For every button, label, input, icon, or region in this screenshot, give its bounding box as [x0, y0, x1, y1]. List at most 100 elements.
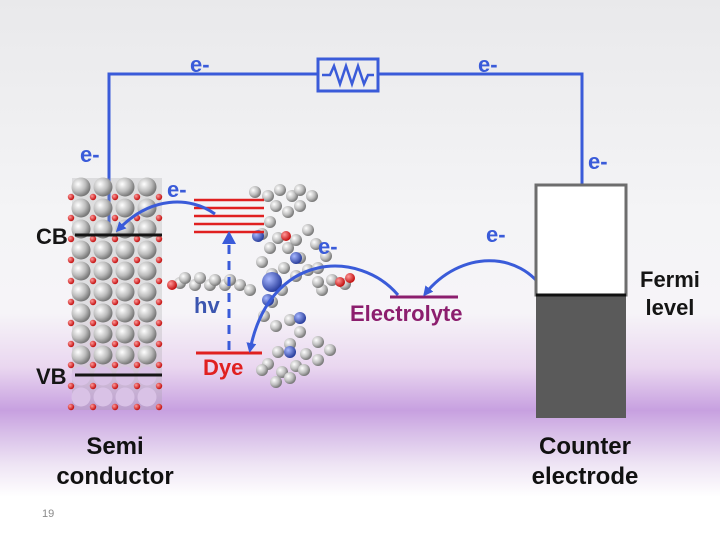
dye-molecule: [167, 184, 355, 388]
semiconductor-atom: [137, 303, 157, 323]
dye-atom: [256, 256, 268, 268]
semiconductor-atom: [93, 282, 113, 302]
dye-atom: [294, 326, 306, 338]
excitation-arrow: [222, 231, 236, 350]
hv-label: hv: [194, 293, 220, 318]
semiconductor-atom: [93, 324, 113, 344]
dye-atom: [306, 190, 318, 202]
semiconductor-atom: [93, 387, 113, 407]
dye-oxygen-atom: [345, 273, 355, 283]
oxygen-atom: [111, 361, 119, 369]
oxygen-atom: [133, 193, 141, 201]
dye-atom: [312, 336, 324, 348]
counter-electrode-title-line-2: electrode: [531, 463, 639, 490]
oxygen-atom: [133, 319, 141, 327]
dye-atom: [264, 216, 276, 228]
oxygen-atom: [89, 298, 97, 306]
oxygen-atom: [155, 340, 163, 348]
semiconductor-atom: [71, 387, 91, 407]
dye-atom: [249, 186, 261, 198]
vb-label: VB: [36, 364, 67, 389]
oxygen-atom: [67, 340, 75, 348]
dye-atom: [290, 234, 302, 246]
dye-atom: [326, 274, 338, 286]
dye-atom: [234, 279, 246, 291]
semiconductor-atom: [137, 261, 157, 281]
dye-atom: [284, 372, 296, 384]
oxygen-atom: [155, 235, 163, 243]
oxygen-atom: [155, 298, 163, 306]
dye-atom: [300, 348, 312, 360]
oxygen-atom: [67, 256, 75, 264]
oxygen-atom: [111, 319, 119, 327]
electron-label-regeneration: e-: [318, 234, 338, 259]
counter-electrode-block: [534, 183, 628, 418]
dye-oxygen-atom: [281, 231, 291, 241]
oxygen-atom: [155, 256, 163, 264]
oxygen-atom: [67, 319, 75, 327]
dye-atom: [272, 232, 284, 244]
oxygen-atom: [111, 256, 119, 264]
dye-atom: [282, 206, 294, 218]
oxygen-atom: [133, 256, 141, 264]
dye-atom: [194, 272, 206, 284]
oxygen-atom: [89, 193, 97, 201]
fermi-line-2: level: [645, 295, 695, 320]
dye-atom: [298, 364, 310, 376]
oxygen-atom: [133, 340, 141, 348]
external-circuit: [107, 57, 587, 289]
oxygen-atom: [155, 382, 163, 390]
semiconductor-atom: [115, 324, 135, 344]
semiconductor-atom: [93, 198, 113, 218]
semiconductor-atom: [71, 345, 91, 365]
semiconductor-atom: [137, 345, 157, 365]
dye-atom: [179, 272, 191, 284]
nitrogen-atom: [284, 346, 296, 358]
semiconductor-atom: [115, 261, 135, 281]
oxygen-atom: [89, 319, 97, 327]
oxygen-atom: [133, 361, 141, 369]
dye-atom: [294, 200, 306, 212]
oxygen-atom: [111, 382, 119, 390]
oxygen-atom: [89, 214, 97, 222]
dye-atom: [270, 320, 282, 332]
oxygen-atom: [155, 214, 163, 222]
dye-atom: [262, 190, 274, 202]
oxygen-atom: [155, 319, 163, 327]
semiconductor-atom: [71, 303, 91, 323]
electron-label-top-right: e-: [478, 52, 498, 77]
fermi-line-1: Fermi: [640, 267, 700, 292]
dye-atom: [270, 200, 282, 212]
electrolyte-label: Electrolyte: [350, 301, 463, 326]
electron-label-right-wire: e-: [588, 149, 608, 174]
oxygen-atom: [111, 298, 119, 306]
oxygen-atom: [155, 361, 163, 369]
oxygen-atom: [89, 382, 97, 390]
electron-label-top-left: e-: [190, 52, 210, 77]
oxygen-atom: [111, 214, 119, 222]
dye-atom: [282, 242, 294, 254]
counter-electrode-title-line-1: Counter: [539, 433, 631, 460]
oxygen-atom: [89, 403, 97, 411]
resistor-icon: [316, 57, 380, 93]
fermi-level-label: Fermi level: [640, 266, 700, 322]
oxygen-atom: [89, 277, 97, 285]
semiconductor-atom: [115, 387, 135, 407]
semiconductor-atom: [93, 345, 113, 365]
dye-atom: [256, 364, 268, 376]
semiconductor-atom: [115, 240, 135, 260]
oxygen-atom: [155, 277, 163, 285]
oxygen-atom: [111, 235, 119, 243]
semiconductor-title: Semi conductor: [40, 432, 190, 492]
cb-label: CB: [36, 224, 68, 249]
semiconductor-atom: [93, 240, 113, 260]
counter-electrode-title: Counter electrode: [510, 432, 660, 492]
semiconductor-atom: [71, 261, 91, 281]
dye-atom: [244, 284, 256, 296]
dye-atom: [294, 184, 306, 196]
oxygen-atom: [89, 235, 97, 243]
dye-atom: [310, 238, 322, 250]
slide-number: 19: [42, 508, 55, 520]
metal-center-atom: [262, 272, 282, 292]
